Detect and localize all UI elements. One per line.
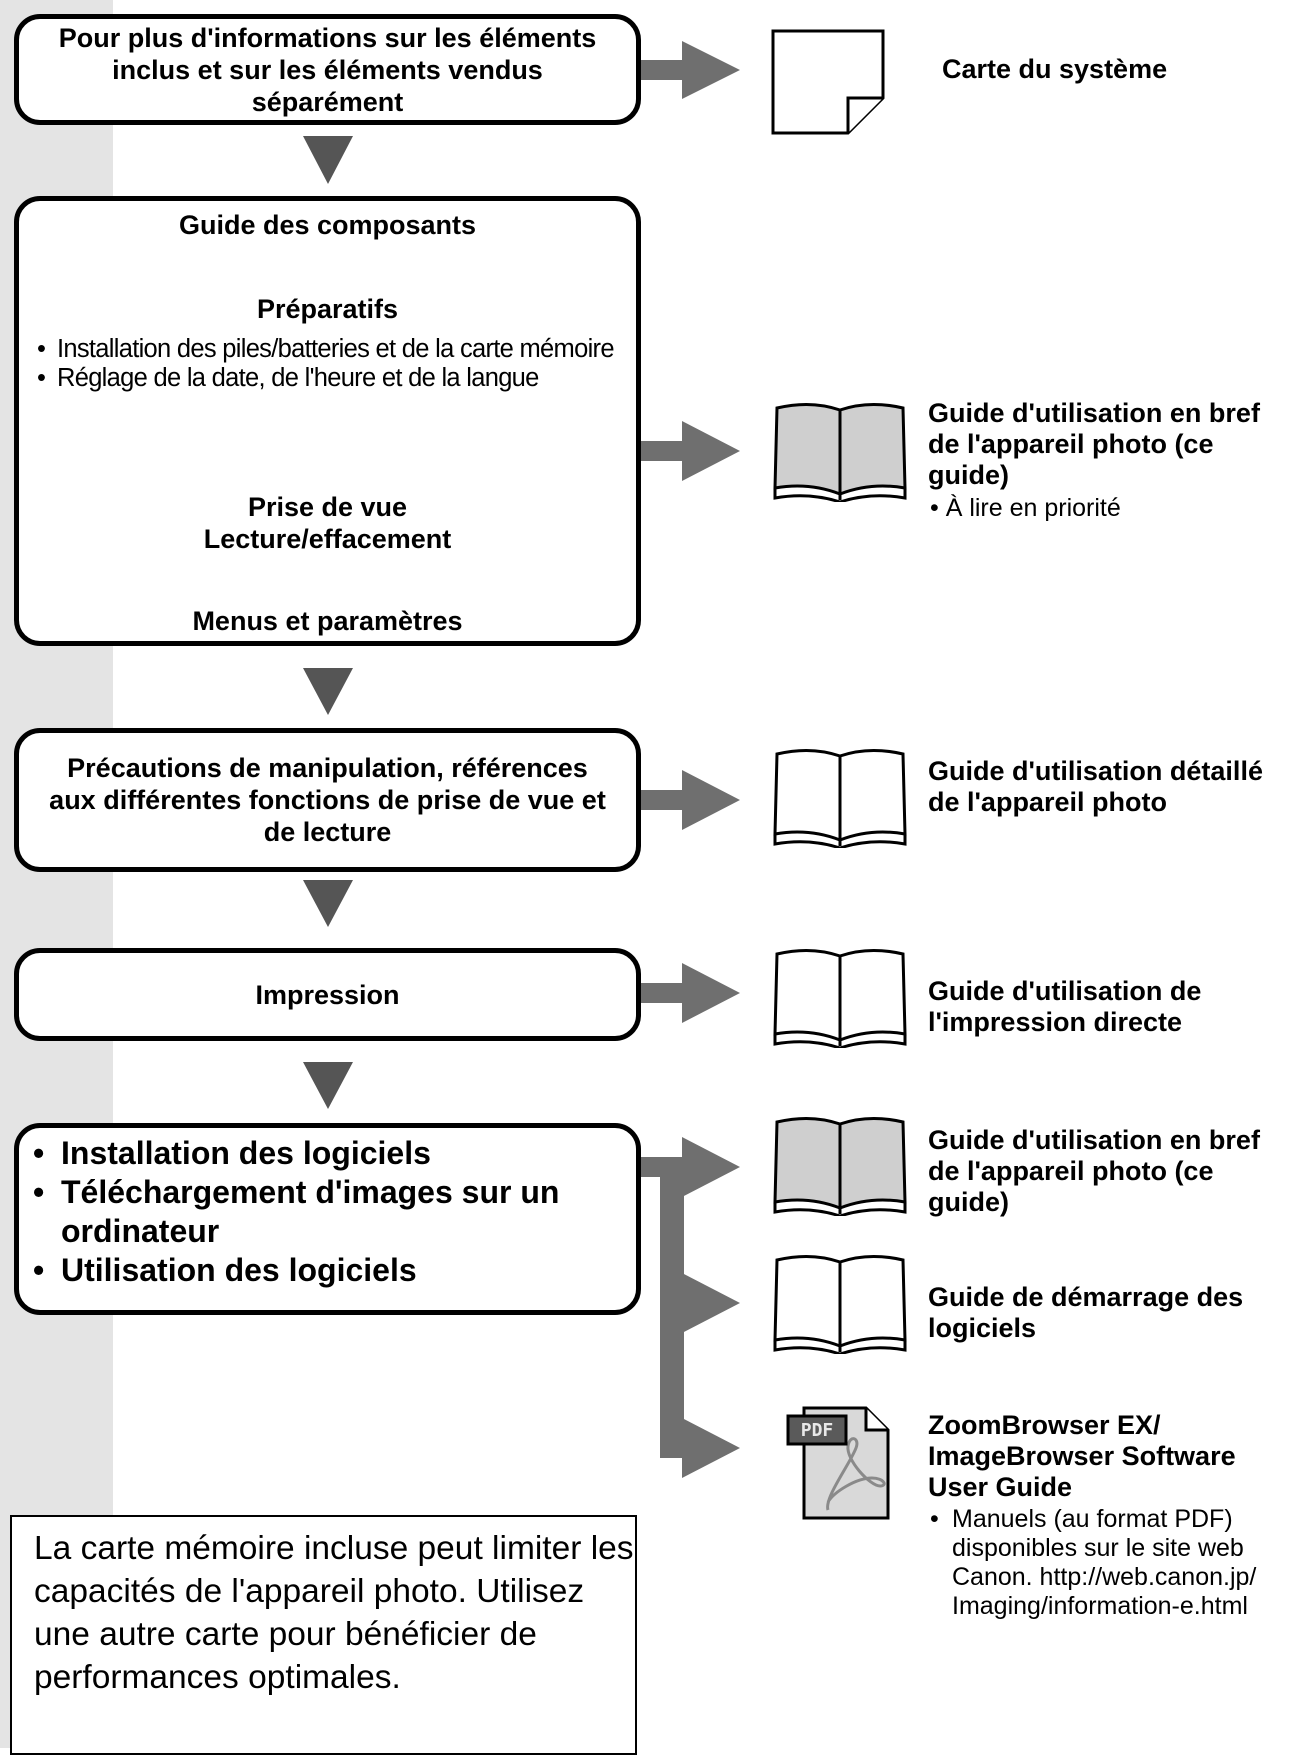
label-quick-guide: Guide d'utilisation en bref de l'apparei… (928, 398, 1260, 490)
precautions-box: Précautions de manipulation, références … (14, 728, 641, 872)
info-box-text: Pour plus d'informations sur les élément… (58, 22, 597, 117)
arrow-shaft-4 (639, 983, 684, 1003)
software-box: Installation des logiciels Téléchargemen… (14, 1123, 641, 1315)
pdf-file-icon: PDF (786, 1406, 890, 1520)
precautions-text: Précautions de manipulation, références … (49, 753, 606, 847)
book-white-icon (773, 1254, 907, 1354)
down-arrow-1 (303, 136, 353, 184)
arrow-head-1 (682, 41, 740, 99)
arrow-shaft-5c (660, 1438, 684, 1458)
note-pdf-manuals: • Manuels (au format PDF) disponibles su… (930, 1505, 1296, 1621)
label-zoombrowser-guide: ZoomBrowser EX/ ImageBrowser Software Us… (928, 1410, 1236, 1502)
arrow-head-5c (682, 1418, 740, 1478)
label-quick-guide-2: Guide d'utilisation en bref de l'apparei… (928, 1125, 1260, 1217)
info-box-included-items: Pour plus d'informations sur les élément… (14, 14, 641, 125)
label-advanced-guide: Guide d'utilisation détaillé de l'appare… (928, 756, 1263, 817)
software-list: Installation des logiciels Téléchargemen… (31, 1134, 626, 1290)
memory-card-note-text: La carte mémoire incluse peut limiter le… (34, 1530, 634, 1696)
arrow-shaft-1 (639, 60, 684, 80)
pdf-label: PDF (801, 1420, 834, 1441)
label-system-map: Carte du système (942, 54, 1168, 84)
item-install-software: Installation des logiciels (31, 1134, 626, 1173)
arrow-shaft-5b (660, 1293, 684, 1313)
heading-preparatifs: Préparatifs (256, 294, 399, 324)
book-white-icon (773, 948, 907, 1048)
arrow-head-4 (682, 963, 740, 1023)
document-page-icon (771, 29, 885, 135)
down-arrow-3 (303, 880, 353, 927)
preparation-bullets: Installation des piles/batteries et de l… (33, 335, 626, 393)
printing-text: Impression (255, 979, 400, 1010)
arrow-head-5b (682, 1273, 740, 1333)
item-download-images: Téléchargement d'images sur un ordinateu… (31, 1173, 626, 1251)
note-read-first: • À lire en priorité (930, 494, 1121, 522)
camera-basics-box: Guide des composants Préparatifs Install… (14, 196, 641, 646)
heading-guide-composants: Guide des composants (178, 210, 477, 240)
arrow-head-3 (682, 770, 740, 830)
note-pdf-text: Manuels (au format PDF) disponibles sur … (952, 1505, 1257, 1620)
arrow-shaft-2 (639, 441, 684, 461)
heading-menus-parametres: Menus et paramètres (192, 606, 463, 636)
label-software-starter-guide: Guide de démarrage des logiciels (928, 1282, 1244, 1343)
item-use-software: Utilisation des logiciels (31, 1251, 626, 1290)
memory-card-note: La carte mémoire incluse peut limiter le… (10, 1515, 637, 1755)
book-white-icon (773, 748, 907, 848)
bullet-set-date: Réglage de la date, de l'heure et de la … (33, 364, 626, 393)
heading-prise-de-vue: Prise de vue (247, 492, 408, 522)
arrow-head-5a (682, 1137, 740, 1197)
arrow-shaft-3 (639, 790, 684, 810)
book-gray-icon (773, 402, 907, 502)
printing-box: Impression (14, 948, 641, 1041)
label-direct-print-guide: Guide d'utilisation de l'impression dire… (928, 976, 1202, 1037)
bullet-install-batteries: Installation des piles/batteries et de l… (33, 335, 626, 364)
down-arrow-4 (303, 1062, 353, 1109)
down-arrow-2 (303, 668, 353, 715)
book-gray-icon (773, 1116, 907, 1216)
bullet-dot: • (930, 1505, 939, 1533)
heading-lecture-effacement: Lecture/effacement (203, 524, 452, 554)
arrow-head-2 (682, 421, 740, 481)
